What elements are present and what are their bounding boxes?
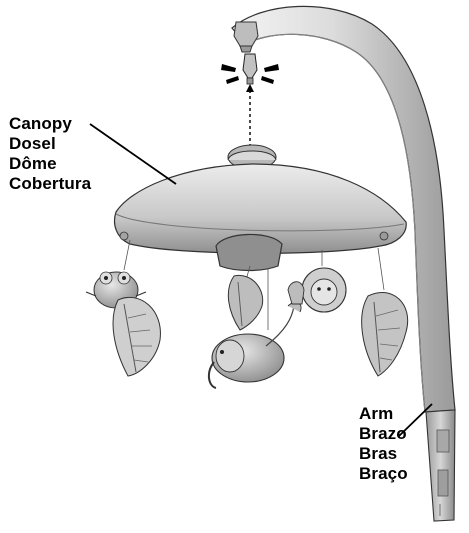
- canopy-label-es: Dosel: [9, 134, 91, 154]
- canopy-callout: Canopy Dosel Dôme Cobertura: [9, 114, 91, 194]
- arm-label-en: Arm: [359, 404, 408, 424]
- arm-label-es: Brazo: [359, 424, 408, 444]
- canopy-illustration: [115, 145, 407, 271]
- canopy-label-fr: Dôme: [9, 154, 91, 174]
- arm-callout: Arm Brazo Bras Braço: [359, 404, 408, 484]
- arm-label-pt: Braço: [359, 464, 408, 484]
- canopy-label-en: Canopy: [9, 114, 91, 134]
- arm-label-fr: Bras: [359, 444, 408, 464]
- canopy-label-pt: Cobertura: [9, 174, 91, 194]
- canopy-leader-line: [90, 124, 176, 184]
- leaf-toy: [362, 292, 408, 376]
- snap-connector-icon: [221, 54, 279, 150]
- leaf-toy: [228, 275, 262, 330]
- leaf-toy: [113, 297, 160, 376]
